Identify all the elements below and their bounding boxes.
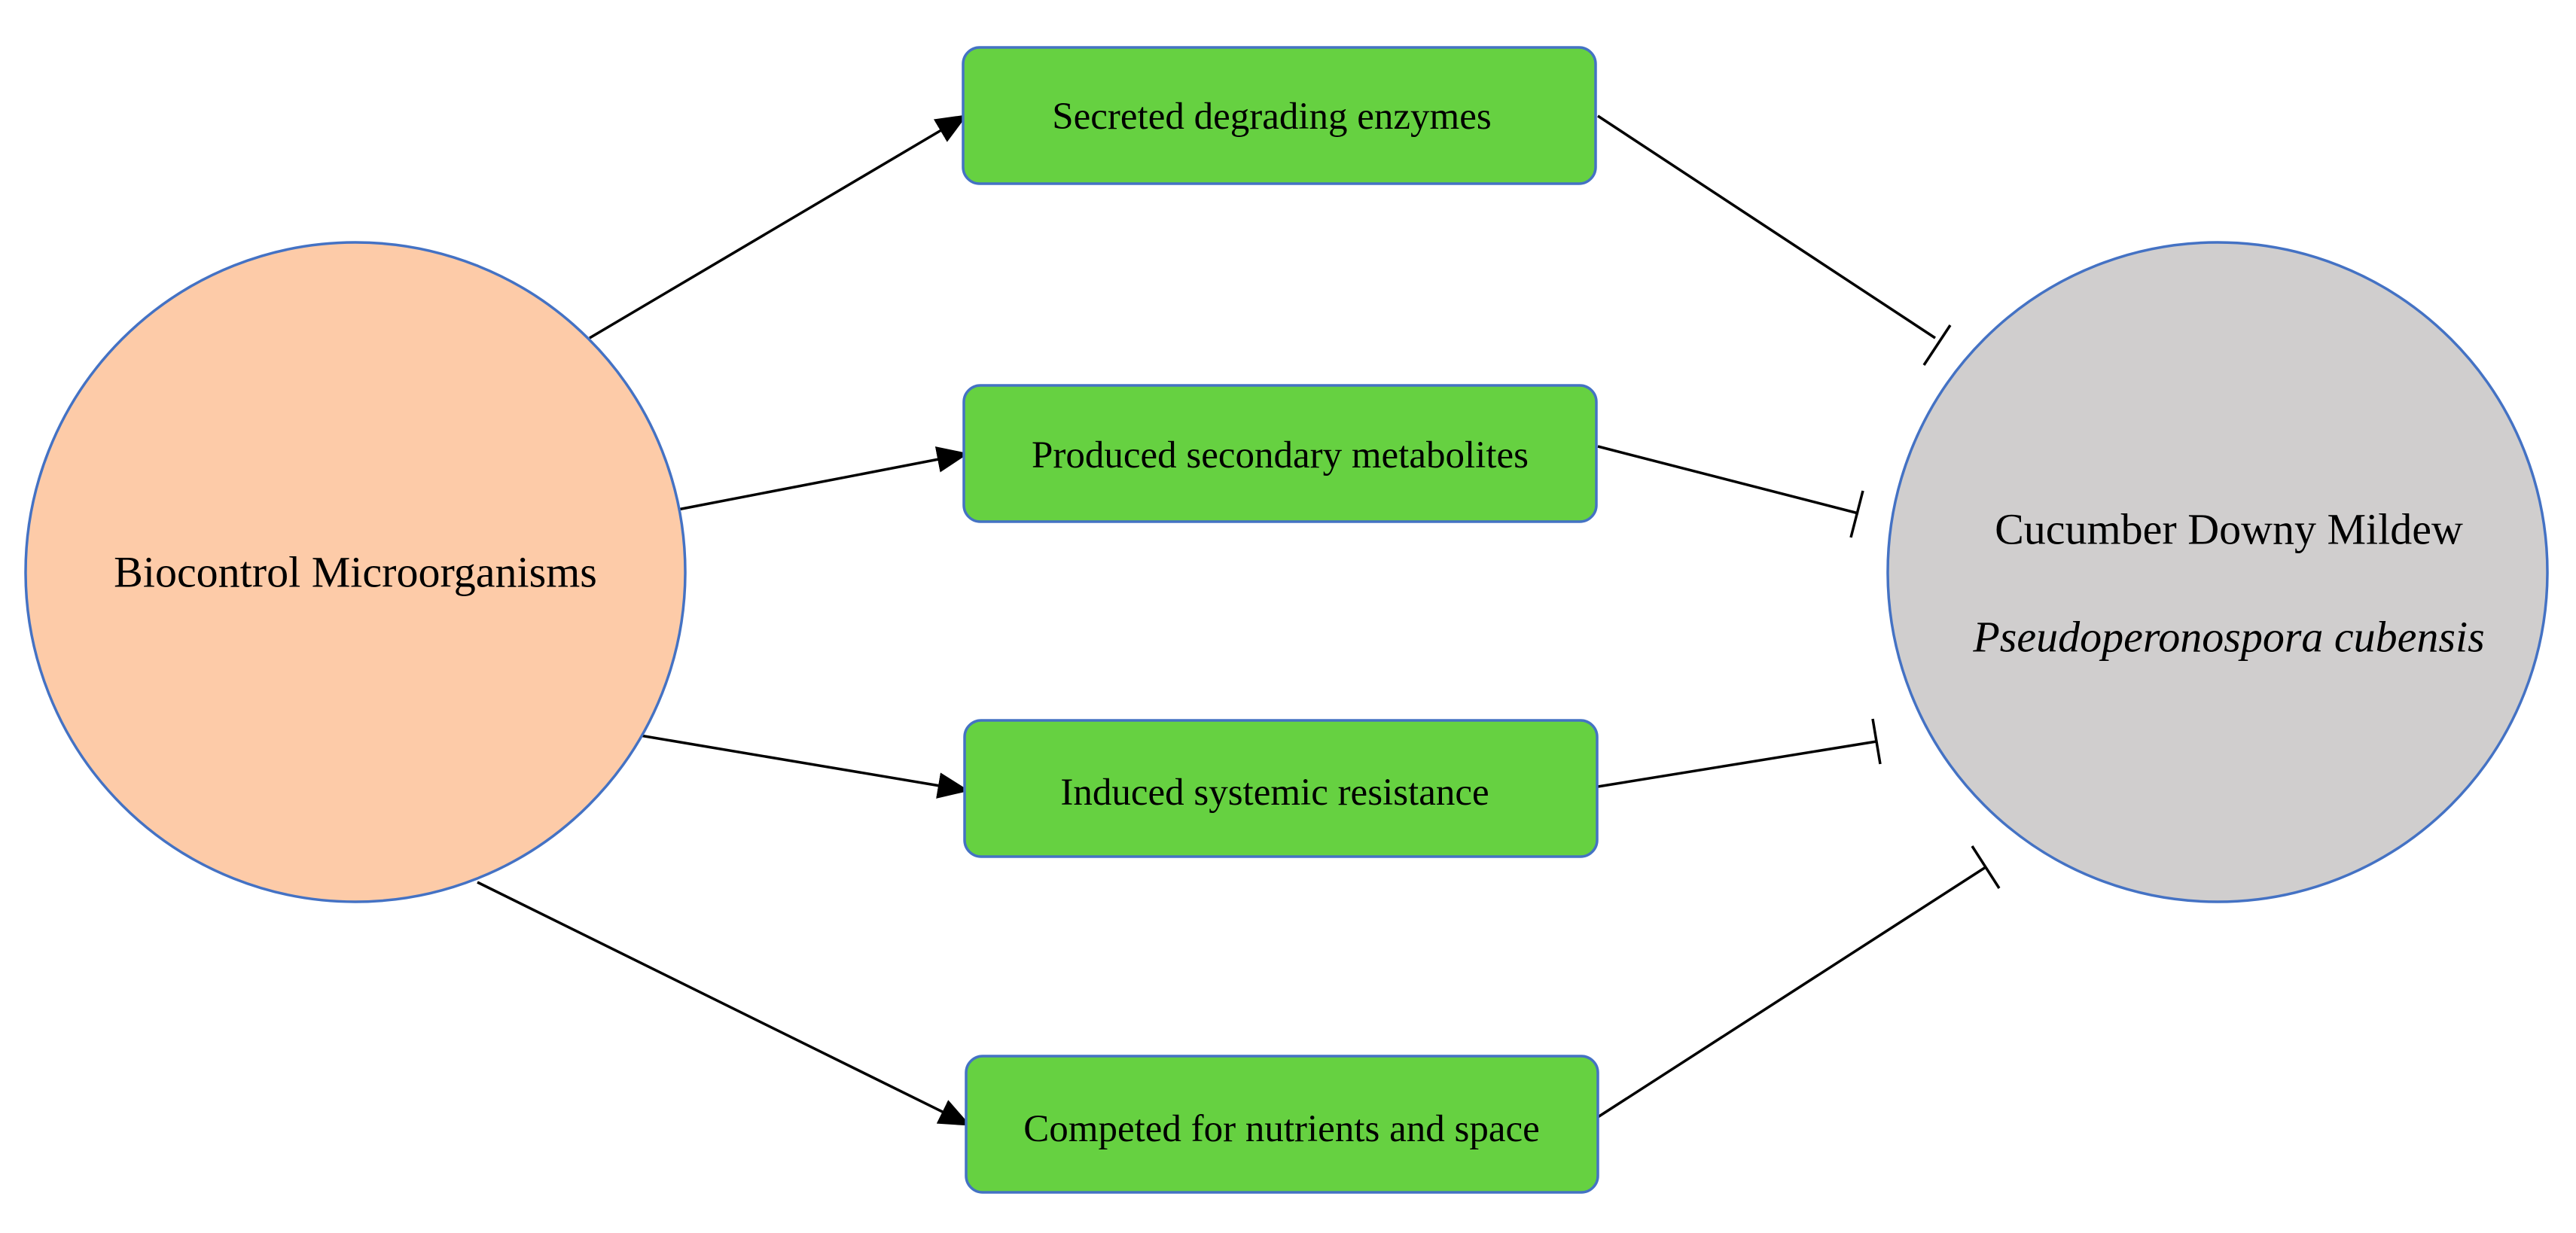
target-circle	[1886, 241, 2549, 903]
arrow-to-mechanism-3	[639, 734, 970, 799]
inhibit-bar-2	[1849, 490, 1864, 538]
inhibit-bar-1	[1922, 324, 1952, 366]
inhibit-bar-4	[1971, 845, 2001, 889]
inhibit-bar-3	[1871, 718, 1882, 765]
arrow-to-mechanism-2	[677, 446, 969, 511]
mechanism-box-3: Induced systemic resistance	[963, 719, 1599, 858]
inhibit-line-1	[1597, 114, 1936, 339]
target-node: Cucumber Downy Mildew Pseudoperonospora …	[1886, 241, 2549, 903]
target-subtitle: Pseudoperonospora cubensis	[1972, 613, 2484, 662]
target-title: Cucumber Downy Mildew	[1995, 505, 2463, 554]
source-node: Biocontrol Microorganisms	[24, 241, 687, 903]
mechanism-box-1: Secreted degrading enzymes	[962, 46, 1597, 185]
mechanism-rect-4	[965, 1055, 1599, 1194]
mechanism-label-4: Competed for nutrients and space	[1023, 1108, 1539, 1150]
arrow-to-mechanism-4	[477, 881, 971, 1126]
inhibit-line-2	[1597, 445, 1859, 515]
mechanism-label-3: Induced systemic resistance	[1060, 772, 1489, 814]
mechanism-box-2: Produced secondary metabolites	[962, 384, 1598, 523]
mechanism-box-4: Competed for nutrients and space	[965, 1055, 1599, 1194]
mechanism-label-1: Secreted degrading enzymes	[1052, 96, 1491, 138]
mechanism-rect-1	[962, 46, 1597, 185]
mechanism-label-2: Produced secondary metabolites	[1032, 434, 1529, 476]
mechanism-rect-3	[963, 719, 1599, 858]
arrow-to-mechanism-1	[589, 114, 968, 339]
source-label: Biocontrol Microorganisms	[114, 548, 597, 597]
mechanism-rect-2	[962, 384, 1598, 523]
source-circle	[24, 241, 687, 903]
inhibit-line-4	[1597, 866, 1986, 1119]
inhibit-line-3	[1597, 740, 1877, 788]
